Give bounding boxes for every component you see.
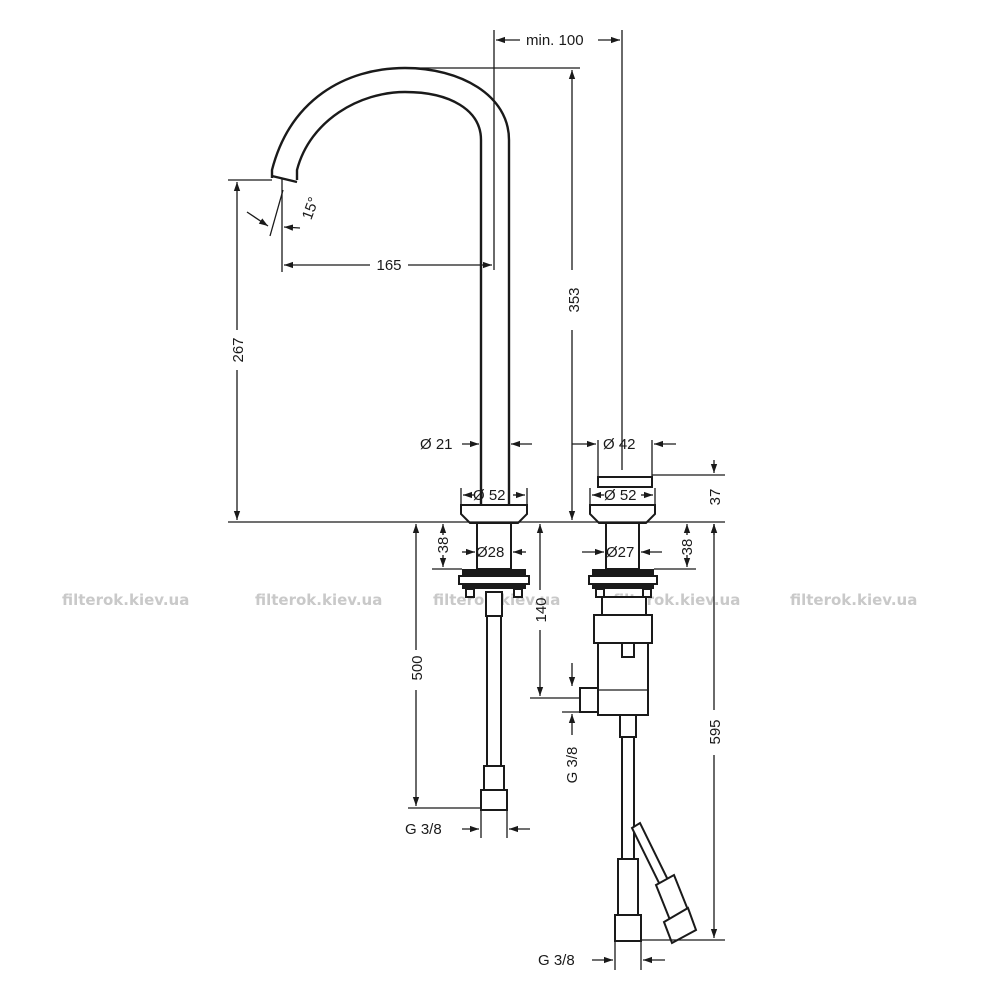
handle-shank-height-label: 38 xyxy=(679,539,696,556)
valve-hose xyxy=(621,736,635,860)
spout-base-dia-label: Ø 52 xyxy=(473,487,506,504)
handle-height-label: 37 xyxy=(707,489,724,506)
total-spout-height-label: 353 xyxy=(566,287,583,312)
spout-stud-right xyxy=(513,588,523,598)
handle-stud-left xyxy=(595,588,605,598)
handle-cap xyxy=(597,476,653,488)
valve-marker xyxy=(621,642,635,658)
spout-shank-height-label: 38 xyxy=(435,537,452,554)
spout-nut xyxy=(462,584,526,589)
handle-base-dia-label: Ø 52 xyxy=(604,487,637,504)
spout-hose-connector xyxy=(485,591,503,617)
thread-bottom-label: G 3/8 xyxy=(538,952,575,969)
thread-side-label: G 3/8 xyxy=(564,747,581,784)
handle xyxy=(579,476,698,945)
handle-nut xyxy=(592,584,654,589)
spout-angle-label: 15° xyxy=(299,195,323,222)
valve-depth-label: 140 xyxy=(533,597,550,622)
spout-outlet xyxy=(271,174,298,184)
spout-hose xyxy=(486,615,502,767)
spout-rosette xyxy=(460,504,528,524)
spout-hose-crimp xyxy=(483,765,505,791)
spout-stud-left xyxy=(465,588,475,598)
spout-inner-curve xyxy=(295,90,483,505)
spout-shank xyxy=(476,522,512,570)
spout-reach-label: 165 xyxy=(376,257,401,274)
dimensions: min. 100 353 267 165 15° Ø 21 Ø 42 xyxy=(228,30,725,970)
spout-hose-nut xyxy=(480,789,508,811)
handle-washer xyxy=(588,575,658,585)
spout-tube-dia-label: Ø 21 xyxy=(420,436,453,453)
handle-rosette xyxy=(589,504,656,524)
watermark-5: filterok.kiev.ua xyxy=(790,591,917,609)
valve-hose-nut xyxy=(614,914,642,942)
spout xyxy=(270,30,511,505)
spout-height-label: 267 xyxy=(230,337,247,362)
clearance-label: min. 100 xyxy=(526,32,584,49)
branch-hose-nut xyxy=(662,906,698,945)
handle-shank-dia-label: Ø27 xyxy=(606,544,634,561)
handle-stud-right xyxy=(642,588,652,598)
thread-left-label: G 3/8 xyxy=(405,821,442,838)
spout-washer xyxy=(458,575,530,585)
total-length-label: 595 xyxy=(707,719,724,744)
watermark-2: filterok.kiev.ua xyxy=(255,591,382,609)
valve-body-top xyxy=(593,614,653,644)
handle-thread xyxy=(601,596,647,616)
handle-washer-top xyxy=(592,569,654,576)
spout-hose-length-label: 500 xyxy=(409,655,426,680)
spout-shank-dia-label: Ø28 xyxy=(476,544,504,561)
valve-hose-crimp xyxy=(617,858,639,916)
spout-washer-top xyxy=(462,569,526,576)
spout-outer-curve xyxy=(270,66,511,505)
spout-base xyxy=(458,504,530,811)
watermark-1: filterok.kiev.ua xyxy=(62,591,189,609)
valve-side-outlet xyxy=(579,687,599,713)
valve-hose-connector xyxy=(619,714,637,738)
handle-dia-label: Ø 42 xyxy=(603,436,636,453)
